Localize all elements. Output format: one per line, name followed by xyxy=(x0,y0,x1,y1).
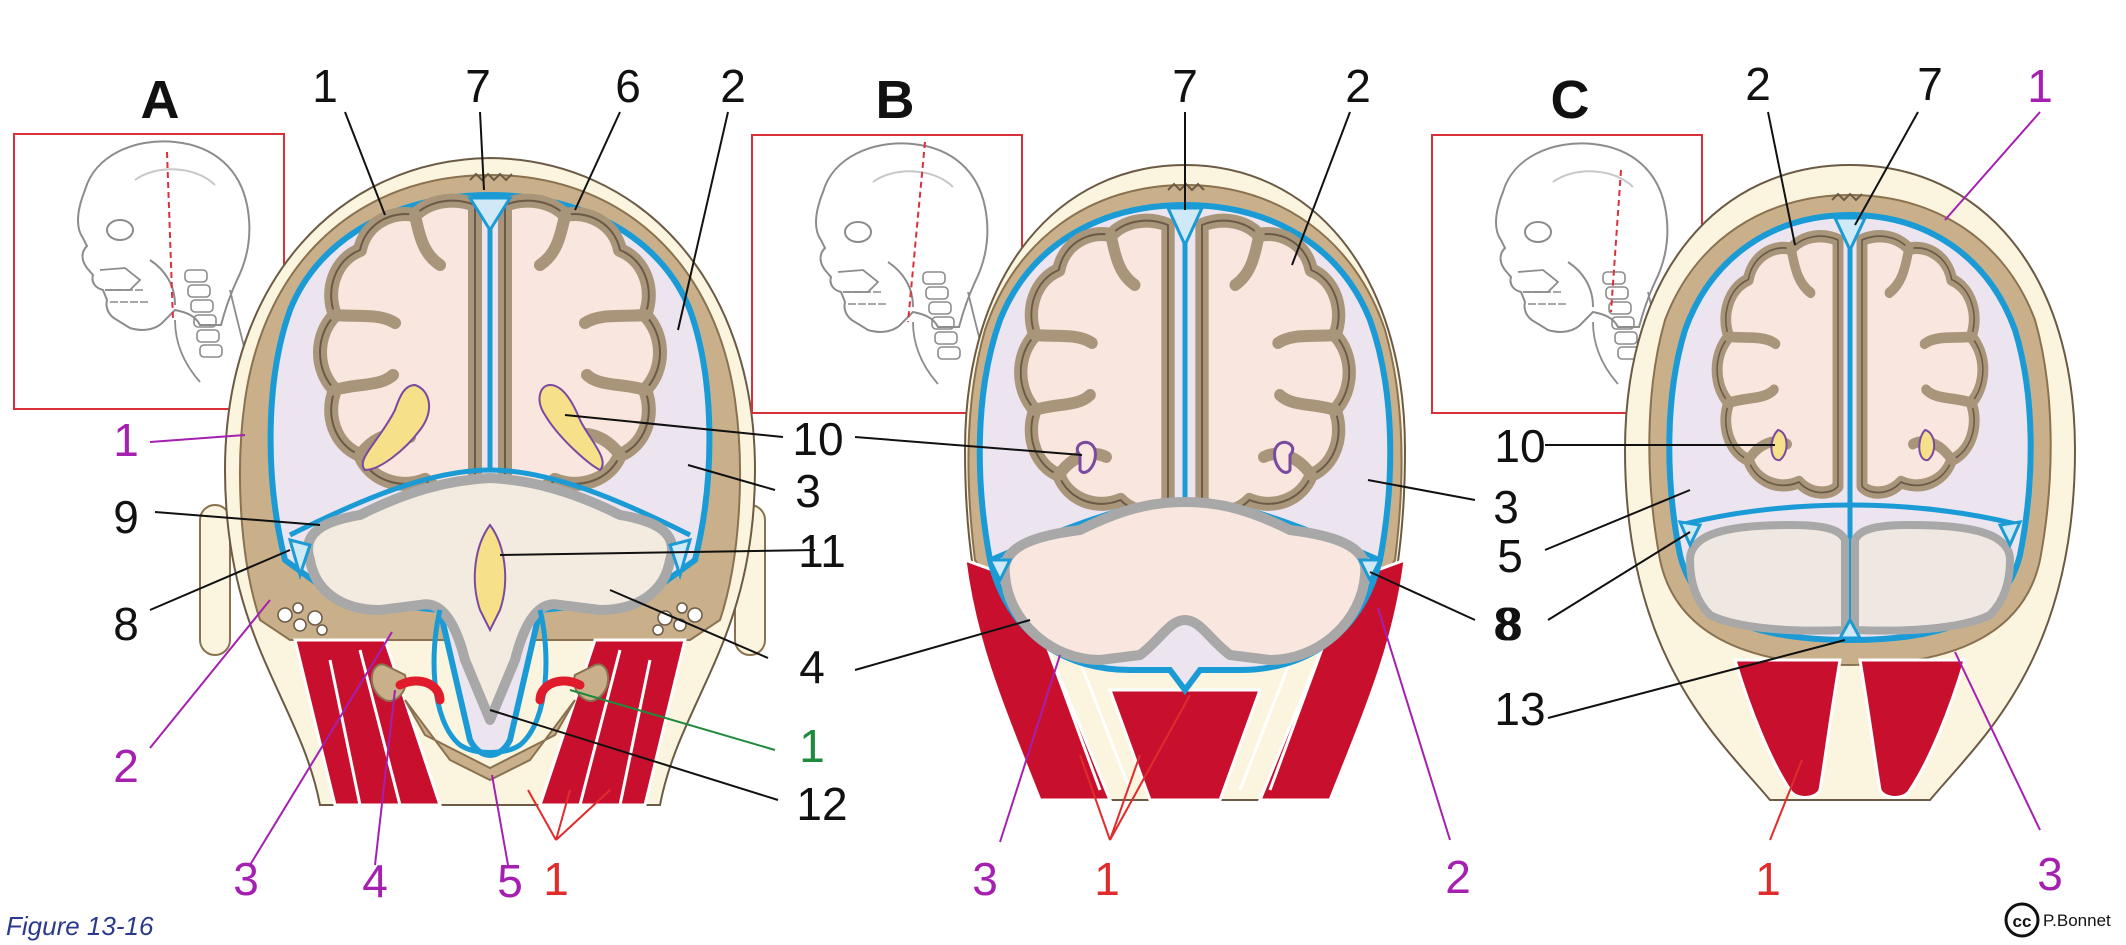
panel-a-label-11: 11 xyxy=(798,525,846,577)
panel-c-label-3-purple: 3 xyxy=(2037,848,2063,900)
panel-a-left-ear xyxy=(199,504,231,656)
panel-a-leader-5-purple xyxy=(491,774,509,866)
cc-license-icon: cc xyxy=(2004,902,2040,938)
panel-c-label-5: 5 xyxy=(1497,530,1523,582)
panel-b-skull-thumbnail-icon xyxy=(815,141,992,385)
panel-c-right-transverse-sinus xyxy=(1997,520,2023,549)
panel-a-tentorium xyxy=(288,467,692,538)
panel-c-label-2: 2 xyxy=(1745,58,1771,110)
panel-a-leader-2-purple xyxy=(149,599,271,749)
panel-c-neck-muscles xyxy=(1732,658,1968,799)
panel-a-label-1-purple: 1 xyxy=(113,414,139,466)
panel-b-label-8: 8 xyxy=(1493,598,1519,650)
panel-a-label-5-purple: 5 xyxy=(497,855,523,907)
panel-b-right-transverse-sinus xyxy=(1357,558,1383,584)
panel-a-right-vertebral-artery xyxy=(535,676,585,705)
panel-a-sagittal-sinus xyxy=(467,196,513,233)
panel-a-right-lateral-ventricle xyxy=(538,383,604,472)
panel-b-cerebellum xyxy=(999,497,1371,665)
panel-a-mastoid-cells xyxy=(277,602,703,636)
panel-b-label-2: 2 xyxy=(1345,60,1371,112)
panel-a-left-lateral-ventricle xyxy=(361,383,430,472)
panel-b-label-1-red: 1 xyxy=(1094,853,1120,905)
panel-a-label-4: 4 xyxy=(799,641,825,693)
panel-c-label-1-red: 1 xyxy=(1755,853,1781,905)
panel-b-leader-1-red xyxy=(1079,694,1191,841)
figure-caption: Figure 13-16 xyxy=(6,911,154,941)
panel-c: C 2 7 1 10 5 8 13 1 3 xyxy=(1431,58,2077,905)
panel-a-left-vertebral-artery xyxy=(395,676,445,705)
panel-b-left-ventricle xyxy=(1075,440,1097,474)
panel-a: A 1 7 6 2 1 10 3 9 11 8 4 1 2 12 3 4 5 1 xyxy=(13,60,848,907)
panel-c-suture xyxy=(1831,192,1863,202)
panel-b-label-2-purple: 2 xyxy=(1445,851,1471,903)
panel-b-left-transverse-sinus xyxy=(987,558,1013,584)
panel-a-title: A xyxy=(141,70,180,130)
panel-a-spinal-cord-canal xyxy=(431,609,549,755)
panel-c-leader-1-purple xyxy=(1944,111,2041,221)
panel-a-fourth-ventricle xyxy=(473,523,507,633)
panel-c-label-10: 10 xyxy=(1494,420,1545,472)
panel-c-right-ventricle xyxy=(1918,428,1936,462)
panel-c-occipital-sinus xyxy=(1837,616,1863,640)
panel-a-leader-1-purple xyxy=(149,434,246,443)
panel-b-label-3: 3 xyxy=(1493,481,1519,533)
panel-a-label-2-purple: 2 xyxy=(113,740,139,792)
panel-c-tentorium xyxy=(1679,502,2021,528)
panel-a-left-transverse-sinus xyxy=(287,537,312,581)
panel-c-left-transverse-sinus xyxy=(1677,520,1703,549)
panel-a-label-3-purple: 3 xyxy=(233,853,259,905)
panel-a-label-8: 8 xyxy=(113,598,139,650)
panel-b-leader-lines xyxy=(854,111,1476,671)
panel-a-label-7: 7 xyxy=(465,60,491,112)
panel-b-leader-2-purple xyxy=(1377,607,1451,841)
panel-a-leader-4-purple xyxy=(374,689,396,866)
panel-a-suture xyxy=(469,172,513,182)
panel-b-leader-3-purple xyxy=(999,654,1061,843)
panel-a-skull-thumbnail-icon xyxy=(77,140,254,383)
panel-a-condyles xyxy=(370,663,610,782)
panel-a-label-4-purple: 4 xyxy=(362,855,388,907)
panel-a-right-transverse-sinus xyxy=(668,537,693,581)
panel-b-title: B xyxy=(876,70,915,130)
panel-a-label-3: 3 xyxy=(795,465,821,517)
panel-a-label-1-green: 1 xyxy=(799,720,825,772)
panel-a-leader-3-purple xyxy=(249,631,393,866)
panel-a-label-2: 2 xyxy=(720,60,746,112)
panel-a-label-12: 12 xyxy=(796,778,847,830)
panel-c-label-8: 8 xyxy=(1497,598,1523,650)
panel-a-label-9: 9 xyxy=(113,491,139,543)
panel-c-left-ventricle xyxy=(1770,428,1788,462)
panel-c-label-1-purple: 1 xyxy=(2027,60,2053,112)
panel-c-label-13: 13 xyxy=(1494,683,1545,735)
panel-c-cerebellum xyxy=(1685,520,2015,635)
panel-c-title: C xyxy=(1551,70,1590,130)
panel-a-leader-1-red xyxy=(527,789,611,841)
panel-b: B 7 2 3 8 3 1 2 xyxy=(751,60,1519,905)
panel-a-label-6: 6 xyxy=(615,60,641,112)
panel-c-sagittal-sinus xyxy=(1832,216,1868,254)
author-credit: P.Bonnet xyxy=(2043,911,2111,930)
panel-c-leader-1-red xyxy=(1769,759,1803,841)
panel-a-label-1: 1 xyxy=(312,60,338,112)
panel-a-label-10: 10 xyxy=(792,413,843,465)
panel-b-right-ventricle xyxy=(1273,440,1295,474)
cc-license-text: cc xyxy=(2013,912,2032,931)
panel-a-neck-muscles xyxy=(293,638,687,807)
panel-b-label-3-purple: 3 xyxy=(972,853,998,905)
panel-c-label-7: 7 xyxy=(1917,58,1943,110)
panel-a-leader-lines xyxy=(149,111,816,801)
panel-c-leader-lines xyxy=(1544,111,1919,719)
panel-c-skull-thumbnail-icon xyxy=(1495,142,1672,385)
panel-a-label-1-red: 1 xyxy=(543,853,569,905)
panel-a-leader-1-green xyxy=(569,689,776,751)
panel-b-label-7: 7 xyxy=(1172,60,1198,112)
panel-c-leader-3-purple xyxy=(1954,651,2041,831)
